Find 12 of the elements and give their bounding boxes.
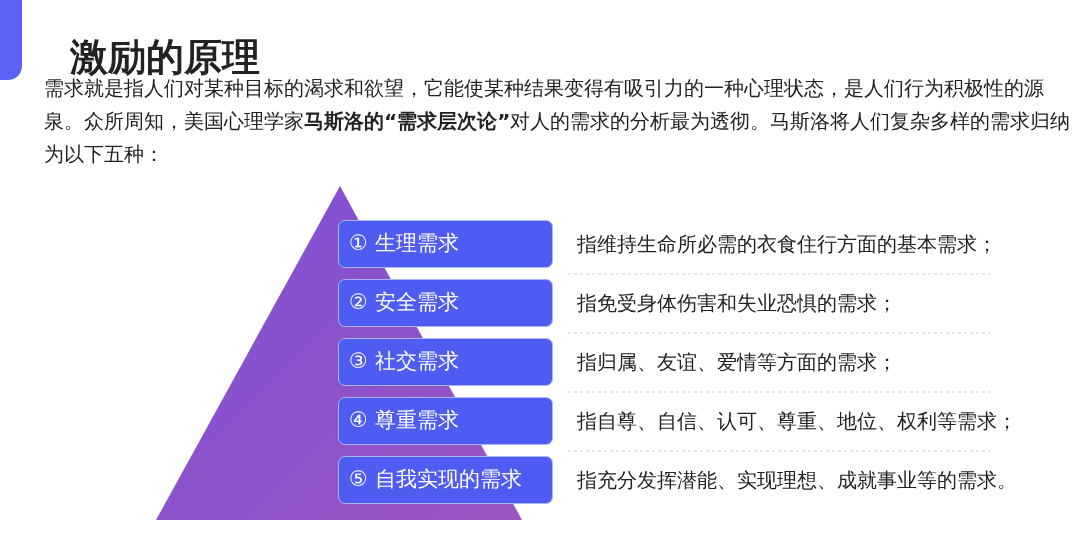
need-box: ③ 社交需求 [338,338,553,386]
need-box: ⑤ 自我实现的需求 [338,456,553,504]
need-box: ④ 尊重需求 [338,397,553,445]
need-box: ② 安全需求 [338,279,553,327]
title: 激励的原理 [70,34,260,79]
description-text: 指充分发挥潜能、实现理想、成就事业等的需求。 [577,467,1017,494]
need-box: ① 生理需求 [338,220,553,268]
description-text: 指归属、友谊、爱情等方面的需求； [577,349,897,376]
description-text: 指自尊、自信、认可、尊重、地位、权利等需求； [577,408,1017,435]
description-text: 指维持生命所必需的衣食住行方面的基本需求； [577,231,997,258]
intro-paragraph: 需求就是指人们对某种目标的渴求和欲望，它能使某种结果变得有吸引力的一种心理状态，是人们行为积极性的源泉。众所周知，美国心理学家马斯洛的“需求层次论”对人的需求的分析最为透彻。马斯洛将人们复杂多样的需求归纳为以下五种： [44,76,1072,168]
description-text: 指免受身体伤害和失业恐惧的需求； [577,290,897,317]
